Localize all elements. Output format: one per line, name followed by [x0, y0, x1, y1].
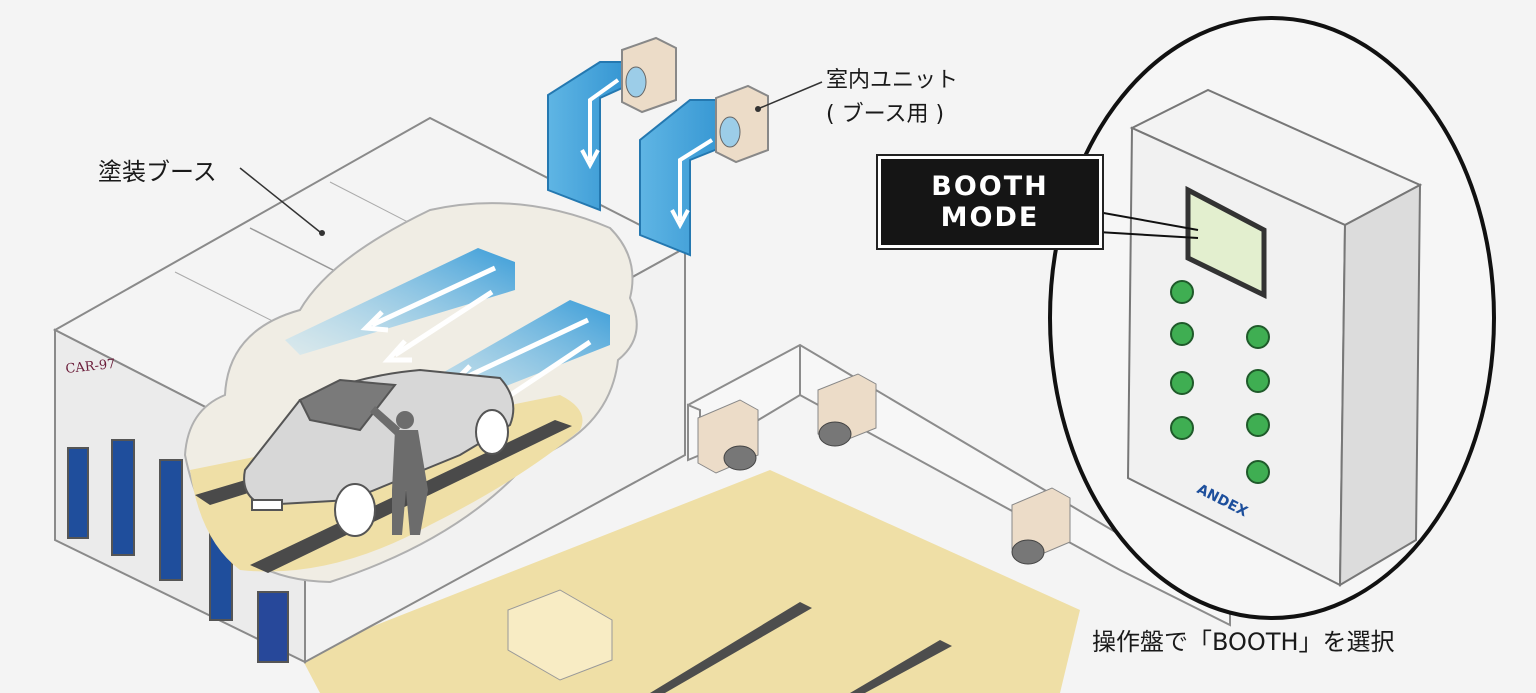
painter-figure: [370, 406, 428, 535]
indoor-unit: [621, 36, 677, 114]
floor-rails: [650, 602, 952, 693]
airflow-plume: [285, 248, 515, 355]
indoor-unit: [715, 84, 769, 164]
indoor-unit-label: 室内ユニット ( ブース用 ): [826, 64, 958, 132]
mode-callout: [1097, 211, 1199, 231]
panel-buttons: [1170, 280, 1270, 484]
indoor-unit-label-line1: 室内ユニット: [826, 68, 959, 93]
panel-instruction-label: 操作盤で「BOOTH」を選択: [1092, 628, 1395, 656]
indoor-unit-label-line2: ( ブース用 ): [826, 102, 945, 127]
control-panel-side: [1338, 183, 1422, 587]
floor-ramp: [507, 589, 613, 681]
workshop-floor: [300, 470, 1080, 693]
booth-label: 塗装ブース: [98, 158, 217, 186]
room-air-unit: [817, 373, 877, 447]
room-air-unit: [697, 399, 759, 474]
indoor-unit-leader: [759, 81, 823, 109]
touch-screen: [1185, 185, 1267, 299]
booth-leader: [239, 167, 321, 233]
room-air-unit: [1011, 487, 1071, 565]
duct-arrow: [580, 78, 714, 230]
mode-line2: MODE: [940, 202, 1040, 233]
booth-mode-display: BOOTH MODE: [876, 154, 1104, 250]
mode-callout: [1097, 231, 1199, 239]
car: [243, 368, 515, 537]
booth-sign: CAR-97: [65, 357, 116, 377]
mode-line1: BOOTH: [931, 171, 1049, 202]
